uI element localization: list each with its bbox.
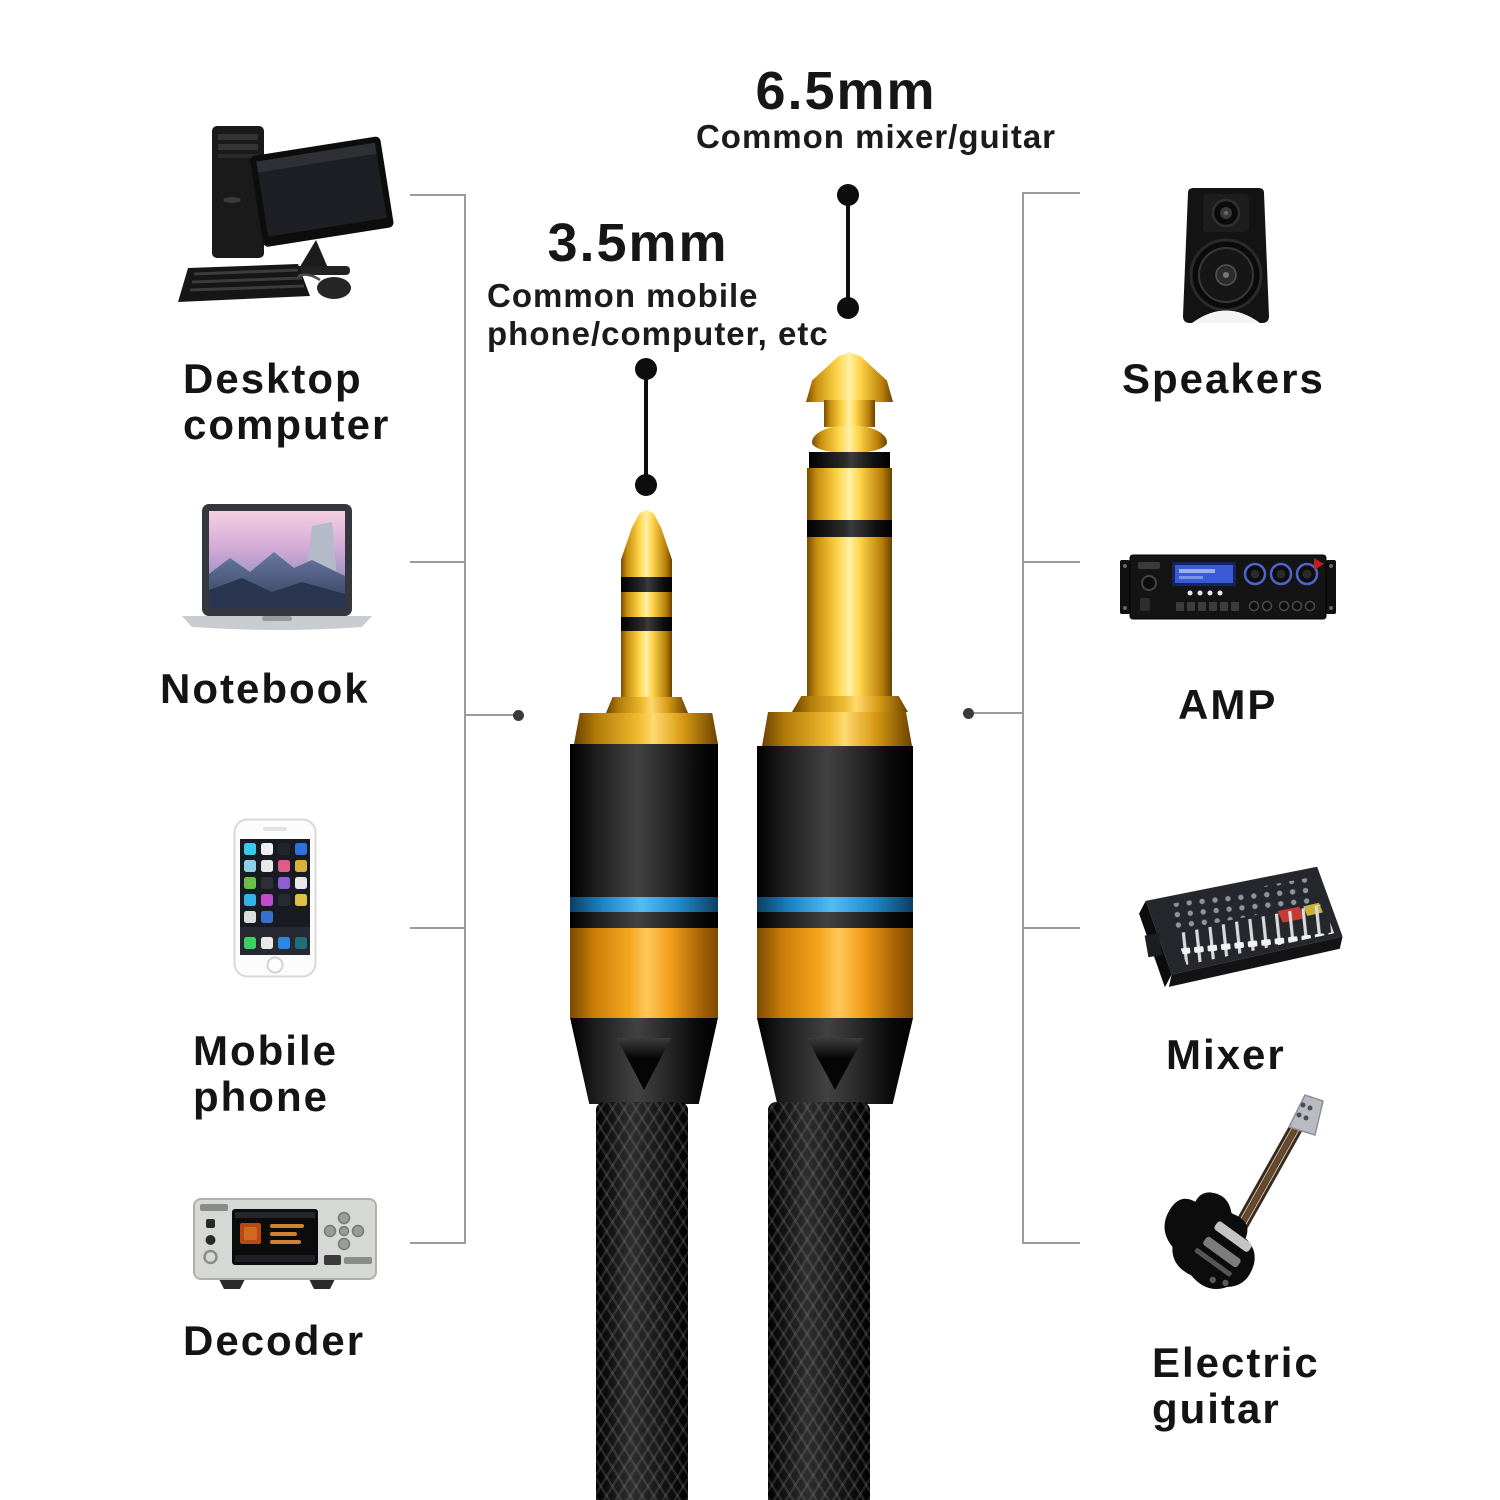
mobile-phone-label-line1: Mobile <box>193 1027 338 1074</box>
notebook-label-line1: Notebook <box>160 665 370 712</box>
plug-35-barrel <box>570 744 718 1104</box>
plug-65-ring1 <box>809 452 890 468</box>
plug-65-cap <box>762 712 912 746</box>
plug-65-bulge <box>812 425 887 453</box>
mobile-phone-label-line2: phone <box>193 1073 329 1120</box>
mixer-image <box>1110 862 1355 1012</box>
electric-guitar-label: Electric guitar <box>1152 1340 1320 1432</box>
pointer-line-65 <box>846 195 850 308</box>
electric-guitar-label-line2: guitar <box>1152 1385 1281 1432</box>
notebook-label: Notebook <box>160 666 370 712</box>
plug-65-ring2 <box>807 520 892 537</box>
plug-35-cap <box>574 713 718 744</box>
electric-guitar-image <box>1133 1083 1343 1303</box>
amp-label: AMP <box>1178 682 1277 728</box>
plug-65-flange <box>792 696 908 712</box>
plug-65-notch <box>806 1038 864 1090</box>
right-bracket-vertical <box>1022 192 1024 1244</box>
plug-35-flange <box>606 697 688 713</box>
mobile-phone-label: Mobile phone <box>193 1028 338 1120</box>
decoder-image <box>186 1193 384 1293</box>
plug-65-blue-ring <box>757 897 913 912</box>
decoder-label-line1: Decoder <box>183 1317 366 1364</box>
plug-35-shaft <box>621 631 672 697</box>
plug-35-tip <box>621 510 672 577</box>
speakers-label: Speakers <box>1122 356 1325 402</box>
jack-35-size-title: 3.5mm <box>547 213 729 273</box>
speakers-label-line1: Speakers <box>1122 355 1325 402</box>
plug-65-tip-cone <box>806 352 893 402</box>
jack-65-size-title: 6.5mm <box>755 61 937 121</box>
amp-image <box>1118 550 1338 625</box>
mixer-label: Mixer <box>1166 1032 1286 1078</box>
right-bracket-stub-speakers <box>1024 192 1080 194</box>
right-bracket-stub-guitar <box>1024 1242 1080 1244</box>
pointer-line-35 <box>644 369 648 485</box>
decoder-label: Decoder <box>183 1318 365 1364</box>
desktop-computer-image <box>170 118 400 318</box>
cable-35-braided <box>596 1102 688 1500</box>
jack-35-description-line1: Common mobile <box>487 277 759 314</box>
plug-35-gold-mid <box>621 592 672 617</box>
pointer-dot-35-top <box>635 358 657 380</box>
plug-65-barrel <box>757 746 913 1104</box>
right-bracket-cable-dot <box>963 708 974 719</box>
speakers-image <box>1176 186 1276 334</box>
plug-65-neck <box>824 400 875 427</box>
pointer-dot-35-bottom <box>635 474 657 496</box>
left-bracket-stub-desktop <box>410 194 466 196</box>
amp-label-line1: AMP <box>1178 681 1278 728</box>
electric-guitar-label-line1: Electric <box>1152 1339 1320 1386</box>
left-bracket-stub-notebook <box>410 561 466 563</box>
left-bracket-cable-dot <box>513 710 524 721</box>
right-bracket-stub-amp <box>1024 561 1080 563</box>
jack-35-description: Common mobile phone/computer, etc <box>487 277 907 353</box>
pointer-dot-65-bottom <box>837 297 859 319</box>
plug-65-orange-band <box>757 928 913 1018</box>
plug-35-notch <box>616 1038 672 1090</box>
jack-65-description: Common mixer/guitar <box>695 118 1057 155</box>
mixer-label-line1: Mixer <box>1166 1031 1286 1078</box>
plug-35-ring1 <box>621 577 672 592</box>
desktop-computer-label-line2: computer <box>183 401 391 448</box>
left-bracket-vertical <box>464 194 466 1244</box>
plug-35-blue-ring <box>570 897 718 912</box>
left-bracket-stub-mobile <box>410 927 466 929</box>
right-bracket-stub-mixer <box>1024 927 1080 929</box>
desktop-computer-label-line1: Desktop <box>183 355 363 402</box>
plug-65-shaft <box>807 468 892 696</box>
pointer-dot-65-top <box>837 184 859 206</box>
cable-65-braided <box>768 1102 870 1500</box>
jack-35-description-line2: phone/computer, etc <box>487 315 829 352</box>
left-bracket-stub-decoder <box>410 1242 466 1244</box>
notebook-image <box>172 502 382 637</box>
right-bracket-cable-stub <box>972 712 1022 714</box>
desktop-computer-label: Desktop computer <box>183 356 390 448</box>
mobile-phone-image <box>231 818 319 978</box>
left-bracket-cable-stub <box>466 714 516 716</box>
plug-35-ring2 <box>621 617 672 631</box>
plug-35-orange-band <box>570 928 718 1018</box>
